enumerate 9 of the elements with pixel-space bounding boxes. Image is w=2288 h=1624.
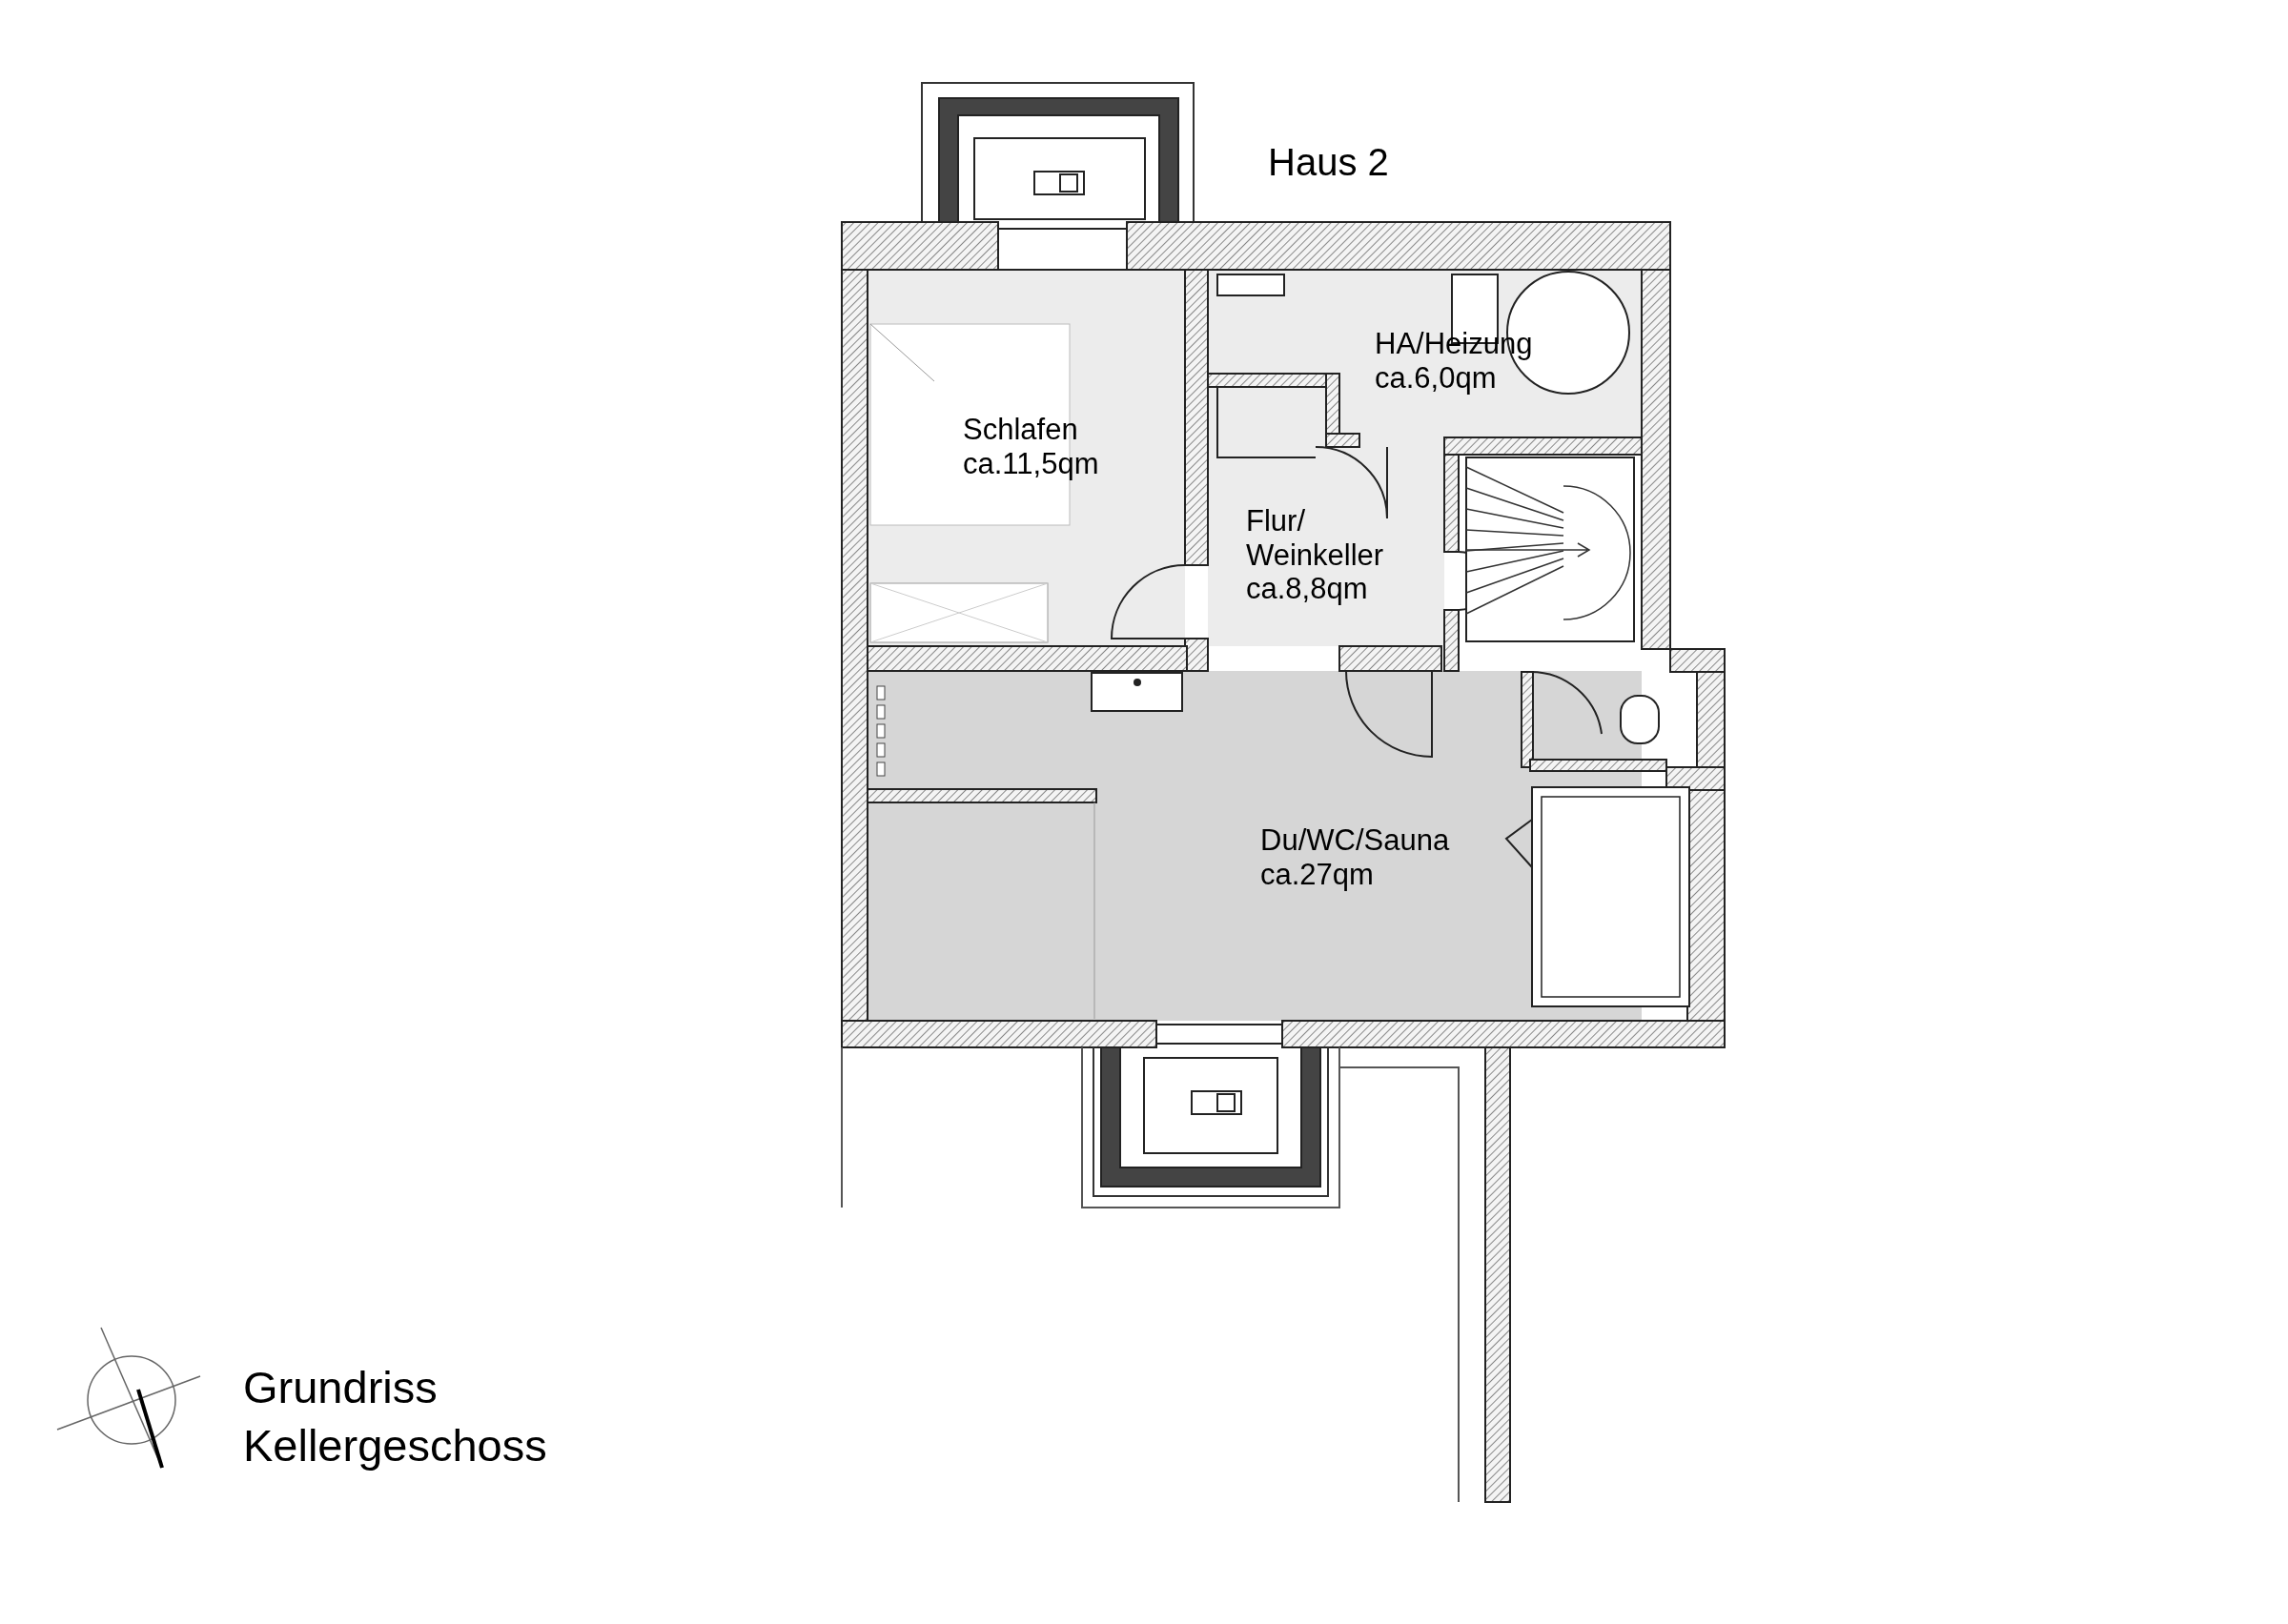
room-area-text: ca.8,8qm	[1246, 572, 1369, 606]
house-label: Haus 2	[1268, 140, 1389, 185]
drawing-title: Grundriss Kellergeschoss	[243, 1361, 548, 1473]
room-floor	[1208, 437, 1444, 646]
room-name: Du/WC/Sauna	[1260, 823, 1450, 858]
room-name: Schlafen	[963, 413, 1078, 447]
room-area-text: ca.6,0qm	[1375, 360, 1498, 396]
room-area-text: ca.11,5qm	[963, 446, 1099, 481]
room-area-text: ca.27qm	[1260, 857, 1375, 892]
